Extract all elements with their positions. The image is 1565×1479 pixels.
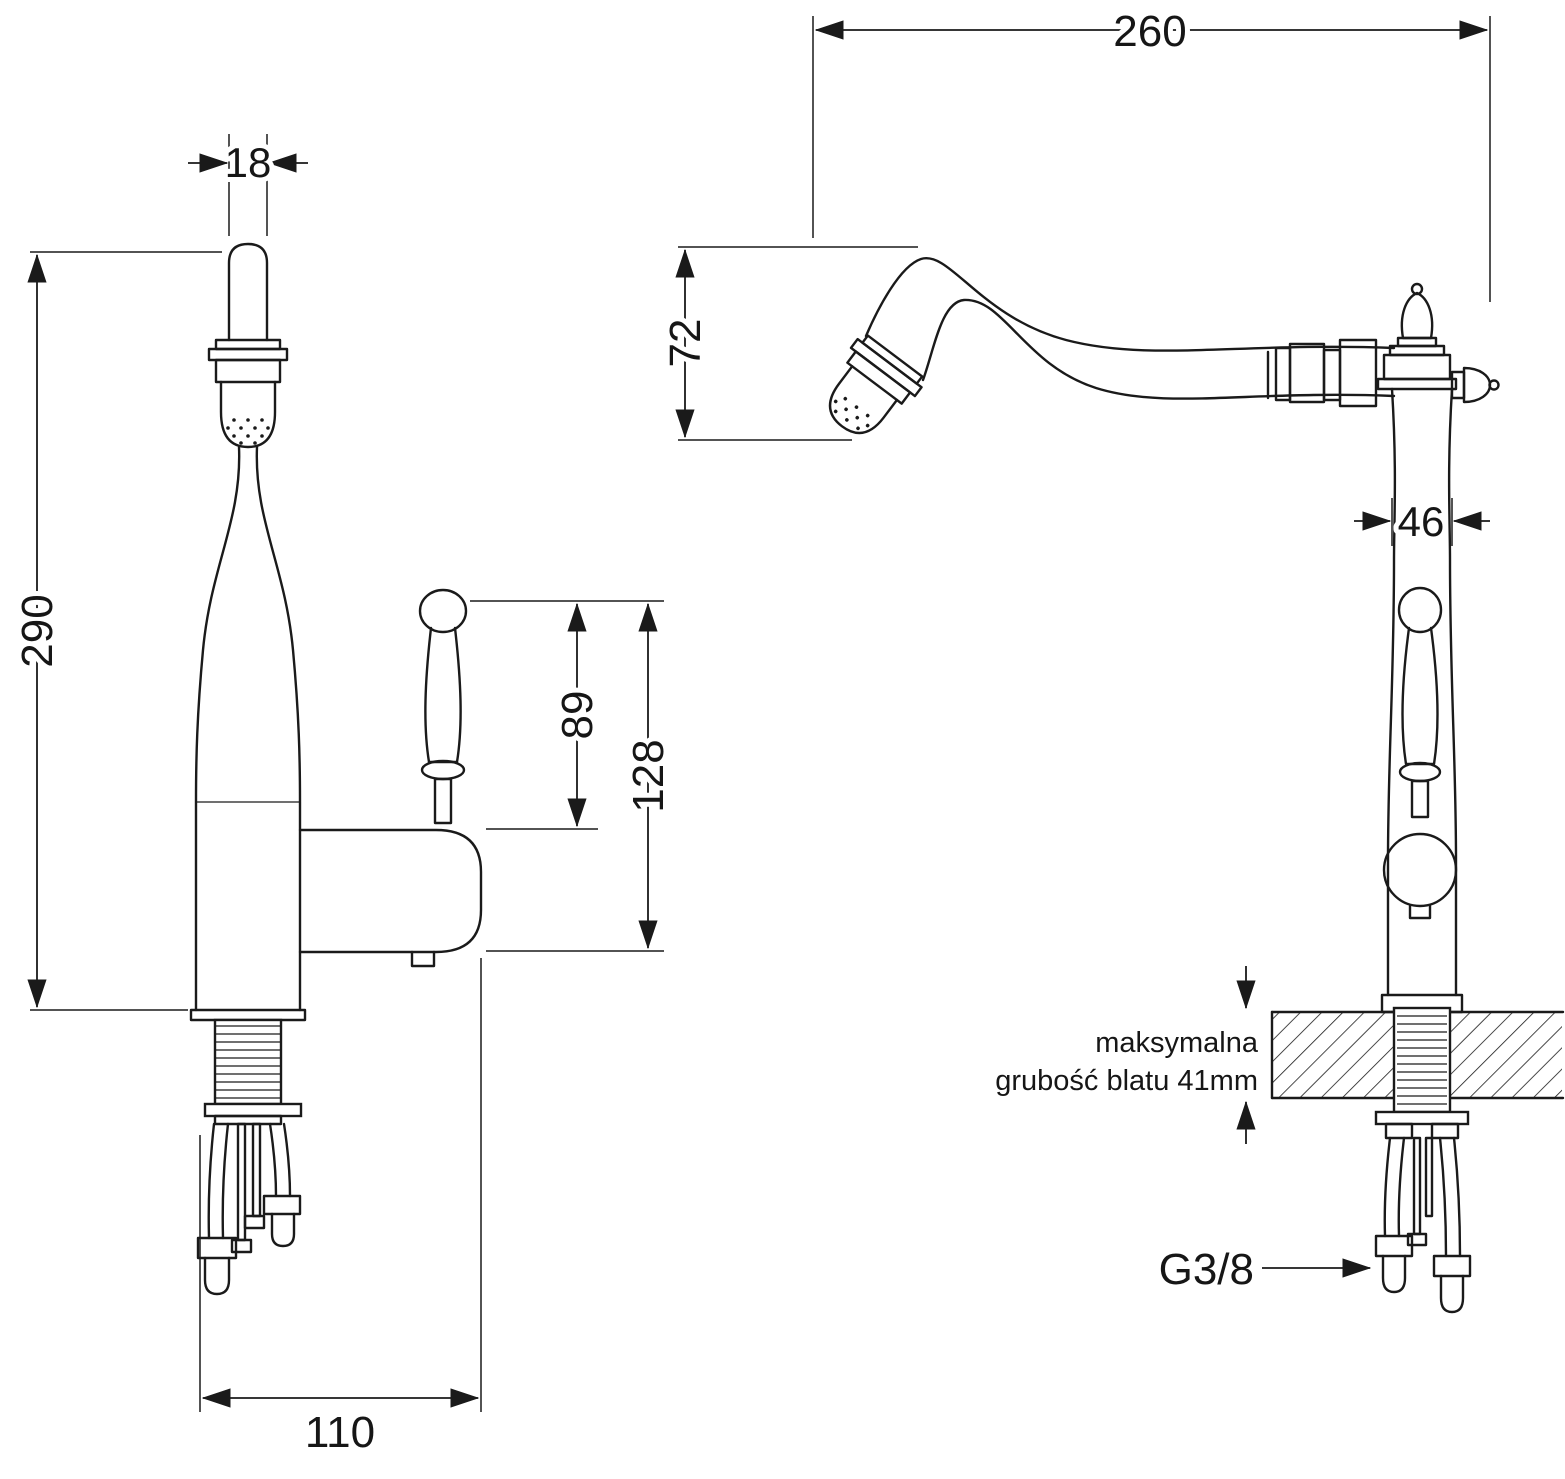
- dim-handle-heights: 89 128: [470, 600, 678, 952]
- dim-label-290: 290: [13, 594, 62, 667]
- dim-base-depth: 110: [199, 958, 482, 1462]
- dim-label-18: 18: [225, 139, 272, 186]
- countertop-section: maksymalna grubość blatu 41mm: [991, 966, 1565, 1144]
- aerator-dots: [833, 396, 870, 431]
- thread-size-callout: G3/8: [1154, 1240, 1372, 1299]
- dim-spout-drop: 72: [656, 246, 918, 441]
- spout-front: [828, 257, 1396, 435]
- dim-label-110: 110: [305, 1408, 375, 1457]
- dim-total-height: 290: [8, 251, 222, 1011]
- countertop-note-line2: grubość blatu 41mm: [995, 1065, 1258, 1097]
- dim-label-89: 89: [553, 691, 602, 740]
- dim-label-72: 72: [661, 319, 710, 368]
- body-column-side: [189, 445, 307, 1022]
- undercounter-hardware-front: [1374, 1110, 1472, 1314]
- dim-spout-reach: 260: [812, 2, 1491, 302]
- handle-front: [1382, 586, 1458, 920]
- right-view: 260 72 46 maksy: [656, 2, 1565, 1314]
- dim-body-width: 46: [1354, 493, 1490, 550]
- body-column-front: [1376, 282, 1500, 1014]
- countertop-note-line1: maksymalna: [1095, 1027, 1259, 1059]
- dim-label-260: 260: [1113, 7, 1186, 56]
- left-view: 18 290 89 128 110: [8, 134, 678, 1462]
- spout-tip-side: [207, 242, 289, 449]
- dim-label-46: 46: [1398, 498, 1445, 545]
- aerator-dots: [226, 418, 270, 445]
- thread-size-label: G3/8: [1159, 1245, 1254, 1294]
- handle-side: [298, 588, 483, 968]
- dim-label-128: 128: [624, 739, 673, 812]
- dim-spout-pipe-width: 18: [188, 134, 308, 236]
- undercounter-hardware-side: [196, 1018, 303, 1296]
